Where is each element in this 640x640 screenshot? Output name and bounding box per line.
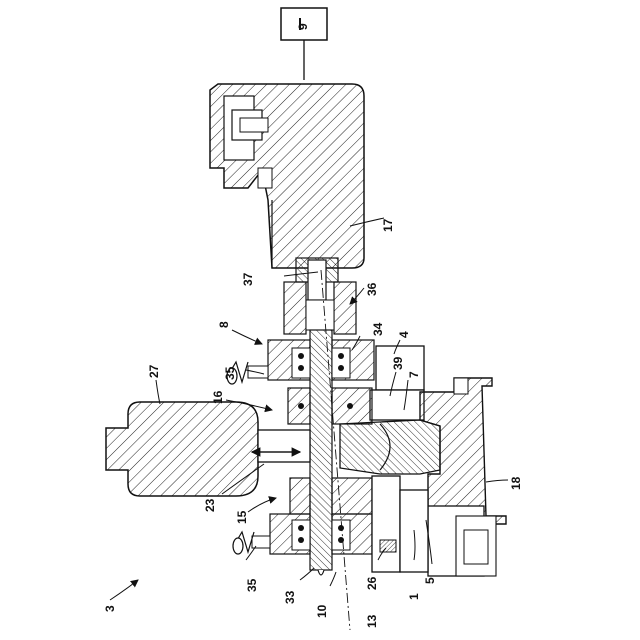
label-5: 5	[424, 577, 436, 584]
label-35-upper: 35	[224, 367, 236, 380]
label-26: 26	[366, 577, 378, 590]
label-13: 13	[366, 615, 378, 628]
label-10: 10	[316, 605, 328, 618]
label-1: 1	[408, 593, 420, 600]
label-37: 37	[242, 273, 254, 286]
label-18: 18	[510, 477, 522, 490]
label-4: 4	[398, 331, 410, 338]
motor-body-17	[210, 84, 364, 268]
upper-bearing-8	[227, 340, 374, 384]
label-39: 39	[392, 357, 404, 370]
label-7: 7	[408, 371, 420, 378]
label-35-lower: 35	[246, 579, 258, 592]
label-27: 27	[148, 365, 160, 378]
label-36: 36	[366, 283, 378, 296]
label-3: 3	[104, 605, 116, 612]
label-33: 33	[284, 591, 296, 604]
label-15: 15	[236, 511, 248, 524]
label-23: 23	[204, 499, 216, 512]
label-16: 16	[212, 391, 224, 404]
label-17: 17	[382, 219, 394, 232]
arm-7	[340, 420, 440, 474]
cylinder-27	[106, 402, 310, 496]
base-plate-1	[372, 476, 428, 572]
box-9	[281, 8, 327, 80]
block-18	[420, 378, 506, 576]
label-34: 34	[372, 323, 384, 336]
box-9-bar	[299, 18, 301, 30]
label-8: 8	[218, 321, 230, 328]
